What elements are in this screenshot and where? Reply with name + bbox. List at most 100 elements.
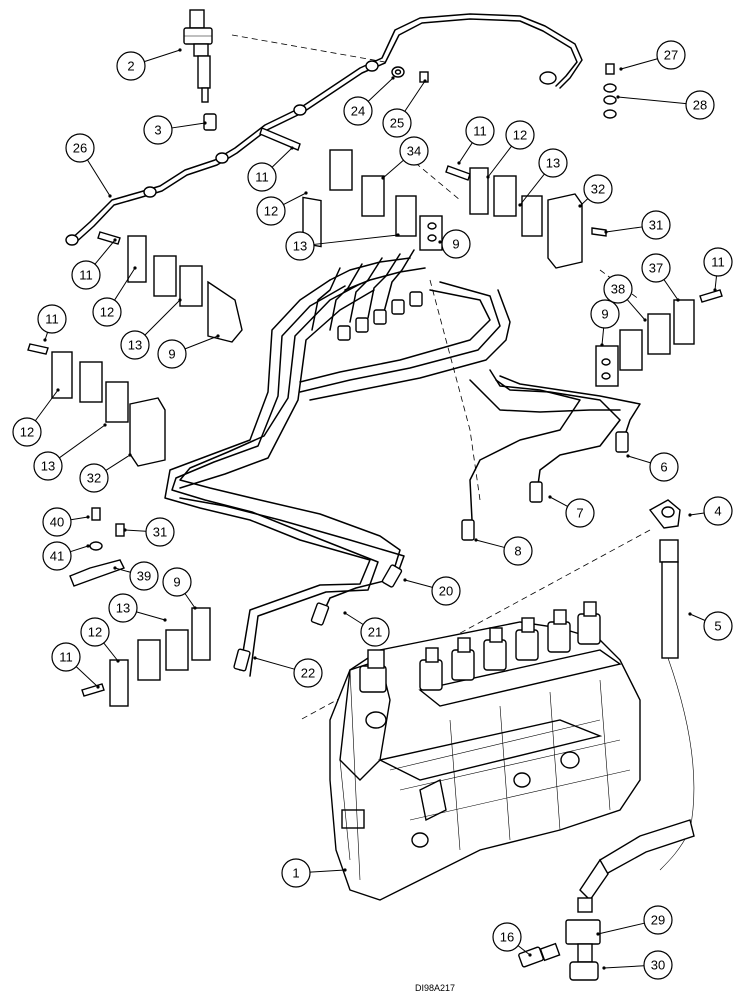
callout-34[interactable]: 34 [399, 136, 429, 166]
callout-circle [656, 40, 686, 70]
leader-line [124, 529, 147, 532]
callout-16[interactable]: 16 [492, 922, 522, 952]
callout-13[interactable]: 13 [108, 593, 138, 623]
callout-number: 27 [664, 48, 678, 63]
callout-9[interactable]: 9 [441, 229, 471, 259]
callout-3[interactable]: 3 [143, 115, 173, 145]
leader-line [70, 545, 89, 553]
callout-4[interactable]: 4 [703, 496, 733, 526]
callout-7[interactable]: 7 [565, 498, 595, 528]
callout-12[interactable]: 12 [505, 120, 535, 150]
callout-number: 31 [649, 218, 663, 233]
callout-41[interactable]: 41 [42, 541, 72, 571]
leader-line [689, 613, 706, 621]
leader-line [549, 496, 568, 507]
leader-line [105, 454, 131, 471]
leader-line [617, 96, 687, 105]
callout-11[interactable]: 11 [247, 162, 277, 192]
callout-number: 2 [127, 59, 134, 74]
callout-11[interactable]: 11 [51, 642, 81, 672]
leader-line [94, 239, 116, 265]
callout-13[interactable]: 13 [538, 148, 568, 178]
callout-8[interactable]: 8 [503, 536, 533, 566]
callout-12[interactable]: 12 [80, 617, 110, 647]
leader-line [86, 159, 111, 197]
callout-27[interactable]: 27 [656, 40, 686, 70]
pipe-clamps[interactable] [27, 127, 723, 707]
callout-circle [583, 174, 613, 204]
return-fuel-line[interactable] [65, 13, 583, 246]
leader-line [313, 234, 399, 245]
leader-line [34, 389, 59, 422]
leader-arrowhead [343, 868, 347, 872]
fuel-injector[interactable] [183, 9, 213, 103]
leader-line [663, 279, 679, 301]
banjo-washers-and-bolts[interactable] [391, 63, 617, 119]
callout-11[interactable]: 11 [71, 260, 101, 290]
leader-arrowhead [602, 966, 606, 970]
leader-line [70, 516, 89, 521]
callout-29[interactable]: 29 [643, 905, 673, 935]
callout-9[interactable]: 9 [590, 299, 620, 329]
callout-6[interactable]: 6 [649, 452, 679, 482]
callout-32[interactable]: 32 [79, 463, 109, 493]
leader-line [344, 612, 364, 625]
callout-28[interactable]: 28 [685, 90, 715, 120]
leader-arrowhead [604, 230, 608, 234]
callout-number: 16 [500, 930, 514, 945]
callout-2[interactable]: 2 [116, 51, 146, 81]
elbow-fitting[interactable] [648, 499, 681, 529]
callout-11[interactable]: 11 [37, 304, 67, 334]
injection-pump[interactable] [329, 601, 641, 901]
callout-circle [12, 417, 42, 447]
callout-12[interactable]: 12 [12, 417, 42, 447]
callout-39[interactable]: 39 [129, 561, 159, 591]
callout-13[interactable]: 13 [120, 330, 150, 360]
leader-line [689, 512, 705, 516]
callout-11[interactable]: 11 [465, 116, 495, 146]
callout-24[interactable]: 24 [343, 96, 373, 126]
callout-37[interactable]: 37 [641, 253, 671, 283]
leader-line [283, 192, 307, 206]
callout-30[interactable]: 30 [643, 950, 673, 980]
callout-32[interactable]: 32 [583, 174, 613, 204]
callout-12[interactable]: 12 [92, 297, 122, 327]
callout-13[interactable]: 13 [33, 451, 63, 481]
callout-26[interactable]: 26 [65, 133, 95, 163]
callout-38[interactable]: 38 [603, 274, 633, 304]
tee-fitting[interactable] [565, 919, 601, 981]
callout-9[interactable]: 9 [162, 567, 192, 597]
callout-number: 26 [73, 141, 87, 156]
callout-13[interactable]: 13 [285, 231, 315, 261]
callout-21[interactable]: 21 [360, 617, 390, 647]
callout-circle [641, 253, 671, 283]
leader-arrowhead [423, 79, 427, 83]
callout-12[interactable]: 12 [256, 196, 286, 226]
callout-1[interactable]: 1 [281, 858, 311, 888]
injection-pipes[interactable] [164, 249, 641, 677]
callout-31[interactable]: 31 [145, 517, 175, 547]
callout-40[interactable]: 40 [42, 507, 72, 537]
callout-5[interactable]: 5 [703, 611, 733, 641]
leader-line [114, 567, 131, 573]
fuel-hose[interactable] [577, 539, 695, 913]
fuel-plug[interactable] [518, 942, 561, 968]
leader-line [404, 80, 426, 112]
callout-circle [703, 611, 733, 641]
callout-9[interactable]: 9 [157, 339, 187, 369]
leader-arrowhead [616, 95, 620, 99]
callout-31[interactable]: 31 [641, 210, 671, 240]
callout-circle [92, 297, 122, 327]
callout-circle [116, 51, 146, 81]
callout-22[interactable]: 22 [293, 658, 323, 688]
callout-25[interactable]: 25 [382, 108, 412, 138]
leader-arrowhead [86, 515, 90, 519]
callout-circle [538, 148, 568, 178]
leader-arrowhead [123, 528, 127, 532]
leader-line [627, 455, 651, 464]
callout-20[interactable]: 20 [431, 576, 461, 606]
leader-arrowhead [163, 618, 167, 622]
callout-number: 1 [292, 866, 299, 881]
callout-11[interactable]: 11 [703, 247, 733, 277]
leader-line [114, 267, 136, 301]
